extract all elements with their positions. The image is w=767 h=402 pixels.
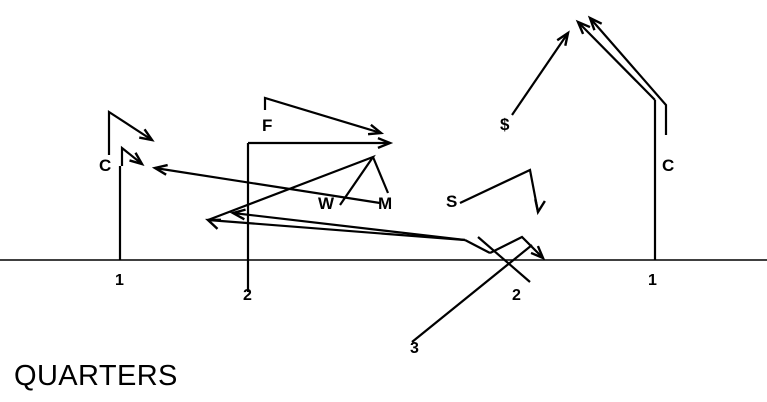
receiver-2-left-label: 2 <box>243 287 252 304</box>
receiver-2-right-stem <box>477 236 531 283</box>
dollar-safety-route-1 <box>511 32 569 116</box>
corner-left: C <box>99 109 153 175</box>
strong-safety-label: S <box>446 192 457 211</box>
free-safety: F <box>262 96 382 135</box>
defenders-layer: C F W M S $ C <box>99 17 674 222</box>
receiver-3-right-label: 3 <box>410 340 419 357</box>
receiver-1-left-label: 1 <box>115 272 124 289</box>
out-route-right <box>464 239 491 254</box>
arrow-corner-left-short <box>129 152 145 166</box>
corner-left-route-2 <box>120 145 143 166</box>
arrowheads-layer <box>129 15 603 261</box>
mike-linebacker-label: M <box>378 194 392 213</box>
mike-linebacker-route-1 <box>371 156 390 194</box>
arrow-corner-right-outer <box>587 15 603 31</box>
hitch-return <box>154 166 381 205</box>
arrow-deep-crosser-left <box>151 163 168 176</box>
receiver-3-right: 3 <box>410 244 533 357</box>
unlabeled-routes-layer <box>154 141 544 259</box>
arrow-strong-safety <box>534 199 546 216</box>
corner-right: C <box>577 17 674 175</box>
receiver-1-right-label: 1 <box>648 272 657 289</box>
corner-right-route-1 <box>577 21 656 101</box>
will-linebacker-route-1 <box>207 154 376 222</box>
deep-crosser-left <box>207 218 466 242</box>
arrow-seam-crosser <box>229 208 246 221</box>
will-linebacker: W <box>207 154 376 222</box>
arrow-corner-left-deep <box>139 128 155 142</box>
curl-route-right <box>489 235 544 259</box>
will-linebacker-label: W <box>318 194 335 213</box>
receiver-3-right-stem <box>411 244 533 343</box>
corner-left-label: C <box>99 156 111 175</box>
seam-crosser <box>232 211 466 242</box>
receivers-layer: 1 2 2 3 1 <box>115 100 657 357</box>
receiver-1-left: 1 <box>115 166 124 289</box>
free-safety-label: F <box>262 116 272 135</box>
free-safety-route-1 <box>263 96 382 135</box>
arrow-free-safety <box>367 123 385 136</box>
dollar-safety: $ <box>500 32 569 134</box>
corner-right-label: C <box>662 156 674 175</box>
arrow-will-crosser <box>205 218 222 230</box>
strong-safety-route-1 <box>459 168 540 213</box>
strong-safety: S <box>446 168 540 213</box>
receiver-2-right-label: 2 <box>512 287 521 304</box>
receiver-1-right: 1 <box>648 100 657 289</box>
dollar-safety-label: $ <box>500 115 510 134</box>
corner-left-route-1 <box>107 109 153 155</box>
receiver-2-right: 2 <box>477 236 531 304</box>
mike-linebacker: M <box>371 156 392 213</box>
receiver-2-left: 2 <box>243 143 252 304</box>
corner-right-route-2 <box>589 17 668 135</box>
arrow-dollar-safety <box>556 30 570 46</box>
arrow-curl-right <box>530 245 546 261</box>
arrow-flat-drop-left <box>377 137 394 149</box>
scheme-title: QUARTERS <box>14 360 178 392</box>
arrow-corner-right-inner <box>575 19 591 35</box>
